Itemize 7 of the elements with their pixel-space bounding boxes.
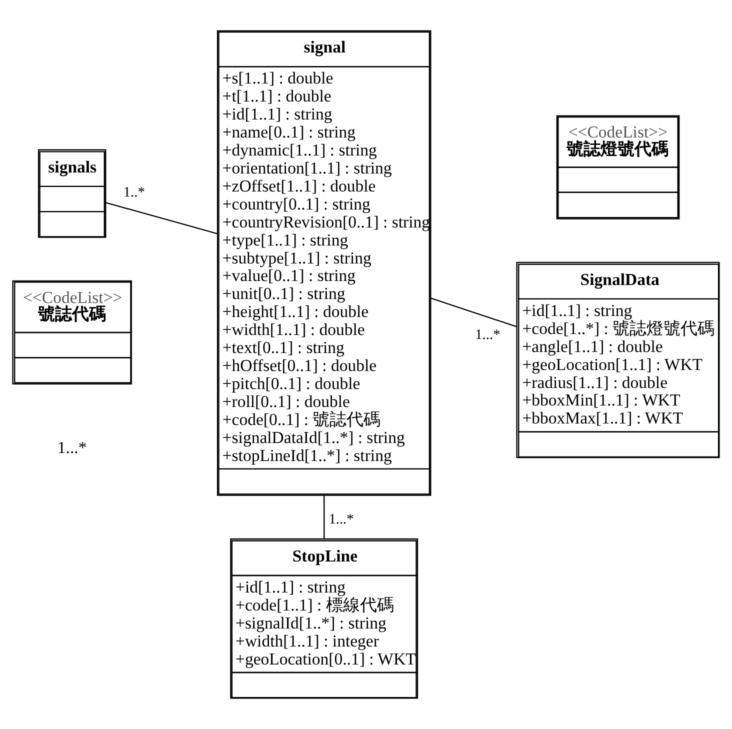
connector [430, 298, 517, 328]
label: 1...* [57, 438, 87, 458]
edge-label: 1...* [475, 326, 500, 343]
connector [324, 495, 325, 539]
edge-label: 1..* [123, 184, 145, 200]
edge-label: 1...* [328, 512, 354, 528]
connector [106, 202, 218, 234]
